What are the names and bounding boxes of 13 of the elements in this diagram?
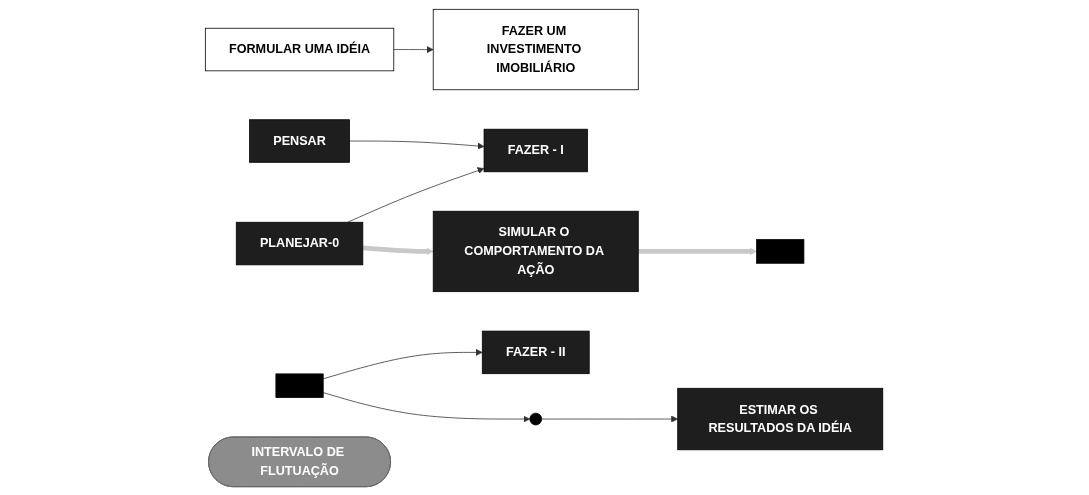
node-box: ESTIMAR OS RESULTADOS DA IDÉIA xyxy=(677,387,884,450)
node-bar xyxy=(756,238,805,264)
node-box: FAZER - II xyxy=(482,330,591,374)
node-box: PENSAR xyxy=(249,118,351,163)
arrow xyxy=(638,247,758,255)
node-box: SIMULAR O COMPORTAMENTO DA AÇÃO xyxy=(433,210,640,292)
arrow xyxy=(363,245,434,255)
node-box: FAZER UM INVESTIMENTO IMOBILIÁRIO xyxy=(433,8,640,90)
node-box: FAZER - I xyxy=(484,128,589,172)
node-box: PLANEJAR-0 xyxy=(236,221,364,265)
node-dots xyxy=(529,412,543,425)
node-box: FORMULAR UMA IDÉIA xyxy=(205,27,395,71)
node-bar xyxy=(275,373,325,398)
